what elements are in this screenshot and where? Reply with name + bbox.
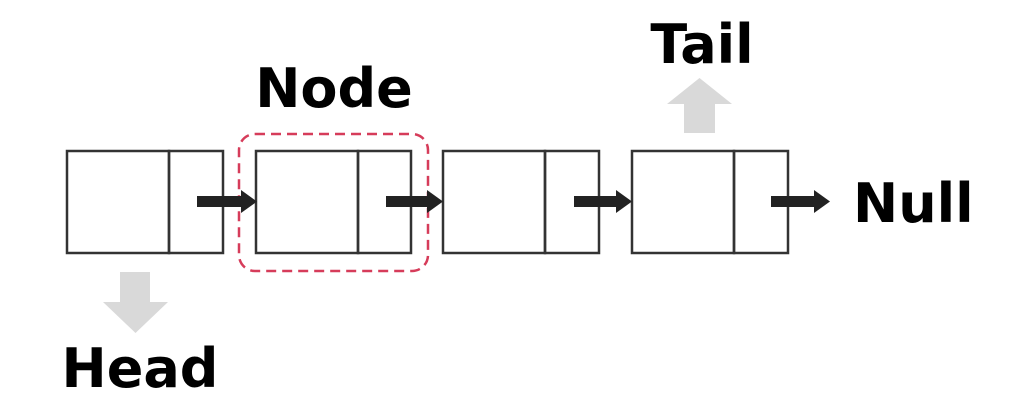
- pointer-arrow-3: [574, 190, 632, 213]
- tail-label: Tail: [650, 13, 753, 76]
- node-2-data-cell: [254, 149, 360, 255]
- node-4: [630, 149, 790, 255]
- null-label: Null: [853, 172, 974, 235]
- pointer-arrow-1: [197, 190, 257, 213]
- node-label: Node: [255, 57, 413, 120]
- head-label: Head: [62, 337, 219, 400]
- null-pointer-arrow: [771, 190, 830, 213]
- tail-arrow-icon: [667, 78, 732, 133]
- head-arrow-icon: [103, 272, 168, 333]
- node-4-data-cell: [630, 149, 736, 255]
- pointer-arrow-2: [386, 190, 443, 213]
- node-1-data-cell: [65, 149, 171, 255]
- node-3-data-cell: [441, 149, 547, 255]
